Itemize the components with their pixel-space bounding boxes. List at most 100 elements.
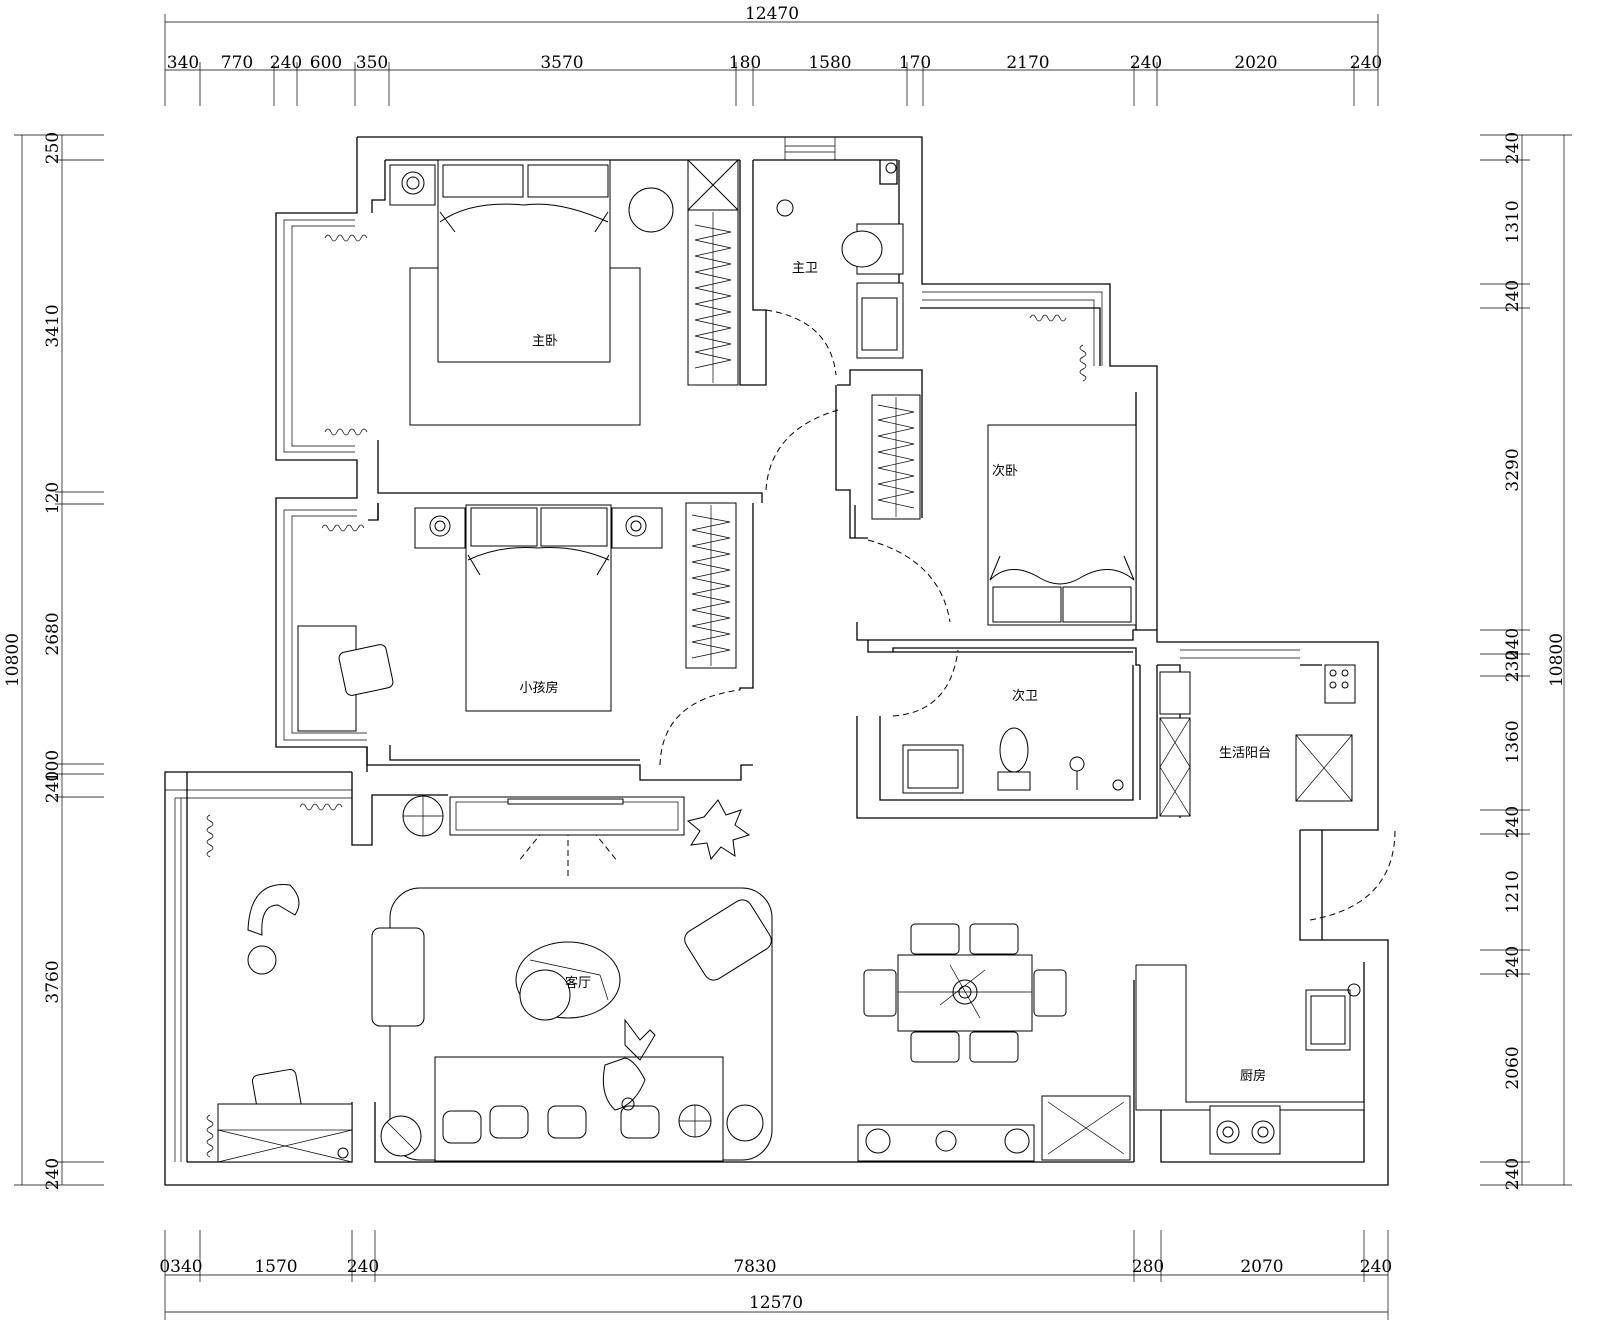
dim-left-seg: 250 [43, 132, 63, 164]
basin-cabinet [856, 282, 904, 359]
radiator-icon [324, 234, 368, 436]
dim-right-seg: 1360 [1503, 720, 1523, 763]
dim-right-seg: 240 [1503, 628, 1523, 660]
dim-right-seg: 240 [1503, 280, 1523, 312]
dim-top-seg: 170 [899, 53, 931, 73]
ottoman [519, 969, 571, 1021]
master-bedroom: 主卧 [324, 159, 739, 436]
dim-left-overall: 10800 [3, 633, 23, 687]
room-label-utility-balcony: 生活阳台 [1219, 746, 1271, 761]
dim-right-seg: 1310 [1503, 200, 1523, 243]
dim-top-seg: 3570 [540, 53, 583, 73]
room-label-living-room: 客厅 [565, 975, 591, 991]
round-chair [628, 187, 674, 233]
person-figure-icon [602, 1018, 656, 1111]
corridor-wardrobe [871, 394, 921, 520]
dim-right-seg: 240 [1503, 132, 1523, 164]
living-room: 客厅 [206, 795, 773, 1163]
dim-bottom-seg: 0340 [159, 1257, 202, 1277]
dim-top-seg: 240 [270, 53, 302, 73]
dim-top-seg: 240 [1130, 53, 1162, 73]
dim-left-seg: 120 [43, 482, 63, 514]
tv-icon [507, 798, 624, 805]
dim-right-overall: 10800 [1547, 633, 1567, 687]
desk [217, 1103, 353, 1163]
vent-bars [784, 137, 836, 160]
radiator-icon [321, 524, 365, 532]
dim-bottom-seg: 2070 [1240, 1257, 1283, 1277]
dim-left-seg: 240 [43, 1158, 63, 1190]
dim-right-seg: 1210 [1503, 870, 1523, 913]
chair-icon [338, 644, 394, 696]
dim-right-seg: 3290 [1503, 448, 1523, 491]
dim-bottom-overall: 12570 [749, 1293, 803, 1313]
radiator-icon [206, 803, 343, 1158]
sink [1305, 989, 1351, 1051]
dim-top-seg: 2170 [1006, 53, 1049, 73]
dim-right-seg: 240 [1503, 1158, 1523, 1190]
room-label-kitchen: 厨房 [1240, 1068, 1266, 1084]
dim-bottom-seg: 240 [1360, 1257, 1392, 1277]
dim-left-seg: 2680 [43, 612, 63, 655]
dim-left-seg: 3760 [43, 960, 63, 1003]
shower-icon [1069, 756, 1085, 772]
dim-right-seg: 230 [1503, 650, 1523, 682]
second-bath: 次卫 [902, 688, 1124, 794]
balcony-railings [165, 212, 1300, 1162]
lounge-chair-icon [247, 884, 300, 936]
dining-table [897, 954, 1033, 1032]
nightstand [414, 507, 466, 549]
dim-top-seg: 180 [729, 53, 761, 73]
dining-chair-icon [910, 923, 960, 955]
walls [164, 136, 1389, 1186]
dim-bottom-seg: 240 [347, 1257, 379, 1277]
radiator-icon [1029, 314, 1087, 382]
top-dimensions: 12470 340 770 240 600 350 3570 180 1580 … [164, 4, 1382, 106]
nightstand [611, 507, 663, 549]
utility-balcony: 生活阳台 [1159, 664, 1356, 817]
left-dimensions: 10800 250 3410 120 2680 100 240 3760 240 [3, 132, 104, 1190]
dim-bottom-seg: 7830 [733, 1257, 776, 1277]
room-label-kids-room: 小孩房 [519, 680, 558, 696]
room-label-master-bath: 主卫 [792, 261, 818, 276]
dim-left-seg: 100 [43, 750, 63, 782]
dining-chair-icon [910, 1031, 960, 1063]
side-cabinet [371, 927, 425, 1027]
dining-chair-icon [969, 1031, 1019, 1063]
second-bedroom: 次卧 [987, 314, 1137, 626]
dim-bottom-seg: 280 [1132, 1257, 1164, 1277]
dim-right-seg: 240 [1503, 806, 1523, 838]
kitchen: 厨房 [1135, 964, 1365, 1155]
dim-top-seg: 600 [310, 53, 342, 73]
dining-chair-icon [863, 969, 897, 1017]
dim-right-seg: 240 [1503, 946, 1523, 978]
nightstand [389, 164, 436, 206]
plant-pot-icon [726, 1104, 764, 1142]
room-label-second-bedroom: 次卧 [992, 463, 1018, 479]
toilet-icon [999, 727, 1029, 773]
shower-icon [776, 199, 794, 217]
stove [1209, 1105, 1281, 1155]
dining-chair-icon [1033, 969, 1067, 1017]
dim-left-seg: 3410 [43, 304, 63, 347]
dim-top-overall: 12470 [745, 4, 799, 24]
right-dimensions: 10800 240 1310 240 3290 240 230 1360 240… [1480, 132, 1572, 1190]
dim-top-seg: 1580 [808, 53, 851, 73]
dining-chair-icon [969, 923, 1019, 955]
dim-bottom-seg: 1570 [254, 1257, 297, 1277]
toilet-icon [841, 230, 883, 268]
dim-left-seg: 240 [43, 771, 63, 803]
dim-top-seg: 2020 [1234, 53, 1277, 73]
kids-room: 小孩房 [297, 502, 737, 732]
dim-top-seg: 350 [356, 53, 388, 73]
room-label-second-bath: 次卫 [1012, 688, 1038, 704]
master-bath: 主卫 [776, 162, 904, 359]
dim-top-seg: 340 [167, 53, 199, 73]
dining-area [857, 923, 1131, 1162]
plant-icon [686, 799, 751, 861]
basin-cabinet [902, 744, 964, 794]
dim-top-seg: 770 [221, 53, 253, 73]
armchair-icon [684, 899, 772, 981]
room-label-master-bedroom: 主卧 [532, 334, 558, 349]
